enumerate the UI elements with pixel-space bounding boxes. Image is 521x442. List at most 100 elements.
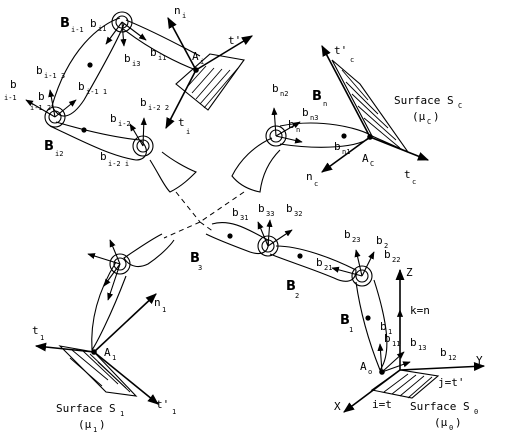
- label-n-i: n: [174, 4, 181, 17]
- dashed-line-lower-left: [163, 221, 201, 239]
- label-surface-0: Surface S: [410, 400, 470, 413]
- arrow-bottom-left-4: [107, 263, 121, 301]
- label-b-n-sub: n: [296, 126, 300, 134]
- joint-2-inner: [355, 269, 369, 283]
- label-i-eq-t: i=t: [372, 398, 392, 411]
- label-b-32-sub: 32: [294, 210, 302, 218]
- label-b-ii1-sub: i1: [158, 54, 166, 62]
- label-b-n-body: B: [312, 89, 322, 104]
- top-left-body-chain: [25, 11, 253, 193]
- arrow-bottom-left-3: [103, 263, 121, 287]
- label-b-n2: b: [272, 82, 279, 95]
- arrow-b-n2: [271, 107, 278, 137]
- label-b-1-body: B: [340, 313, 350, 328]
- label-j-eq-t-prime: j=t': [438, 376, 465, 389]
- dashed-line-lower-right: [199, 221, 215, 233]
- label-mu-0-close: ): [455, 416, 462, 429]
- arrow-b-12: [381, 361, 411, 373]
- mass-center-b-1: [365, 315, 371, 321]
- labels: B i-1 b i1 n i t' b i3 b i1 A i b i-1 3 …: [4, 4, 483, 434]
- label-t-i-sub: i: [186, 128, 190, 136]
- mass-center-b-3: [227, 233, 233, 239]
- label-b-i1: b: [90, 17, 97, 30]
- label-b-i-minus-1-sub: i-1: [71, 26, 84, 34]
- arrow-t-prime-1: [93, 351, 159, 405]
- top-right-body: [231, 45, 430, 193]
- label-b-i-minus-2-i-sub: i-2 i: [108, 160, 129, 168]
- label-b-i3: b: [124, 52, 131, 65]
- label-b-32: b: [286, 202, 293, 215]
- label-b-1-sub: 1: [388, 328, 392, 336]
- label-t-1-sub: 1: [40, 334, 44, 342]
- arrow-bottom-left-2: [109, 239, 121, 265]
- arrow-b-n3: [275, 121, 301, 137]
- joint-bottom-left-outer: [109, 253, 131, 275]
- label-b-13: b: [410, 336, 417, 349]
- label-b-12-sub: 12: [448, 354, 456, 362]
- label-mu-c-close: ): [433, 110, 440, 123]
- label-y: Y: [476, 354, 483, 367]
- label-x: X: [334, 400, 341, 413]
- mass-center-b-n: [341, 133, 347, 139]
- label-t-prime-top: t': [228, 34, 241, 47]
- label-b-i2: B: [44, 139, 54, 154]
- link-bottom-left-extension: [123, 233, 175, 268]
- arrow-b-i-minus-1-1: [54, 99, 77, 118]
- label-b-23: b: [344, 228, 351, 241]
- label-mu-0-sub: 0: [449, 424, 453, 432]
- arrow-b-2: [361, 251, 375, 277]
- label-t-prime-1: t': [156, 398, 169, 411]
- link-b-1: [355, 279, 388, 372]
- label-b-3-body-sub: 3: [198, 264, 202, 272]
- joint-bottom-left-inner: [113, 257, 127, 271]
- label-a-1-sub: 1: [112, 354, 116, 362]
- mass-center-b-2: [297, 253, 303, 259]
- arrow-b-n1: [275, 135, 303, 144]
- label-b-i-minus-2-2-sub: i-2 2: [148, 104, 169, 112]
- link-b-i-lower-edge: [121, 27, 197, 71]
- label-mu-c: (μ: [412, 110, 426, 123]
- label-b-1-body-sub: 1: [349, 326, 353, 334]
- label-a-i-sub: i: [200, 58, 204, 66]
- surface-1-hatching: [69, 349, 131, 393]
- label-t-i: t: [178, 116, 185, 129]
- arrow-bottom-left-1: [87, 253, 121, 265]
- label-b-n2-sub: n2: [280, 90, 288, 98]
- surface-c-hatching: [341, 69, 401, 149]
- label-b-12: b: [440, 346, 447, 359]
- arrow-b-23: [354, 249, 363, 277]
- label-a-c-sub: C: [370, 160, 374, 168]
- arrow-b-i1-right: [121, 21, 147, 41]
- label-b-n3: b: [302, 106, 309, 119]
- label-b-31-sub: 31: [240, 214, 248, 222]
- label-b-n: b: [288, 118, 295, 131]
- arrow-b-32: [267, 229, 293, 247]
- label-mu-0: (μ: [434, 416, 448, 429]
- joint-n-outer: [265, 125, 287, 147]
- bottom-right-chain: [205, 219, 486, 413]
- arrow-t-1: [34, 342, 95, 353]
- label-mu-c-sub: C: [427, 118, 431, 126]
- label-b-23-sub: 23: [352, 236, 360, 244]
- label-n-1: n: [154, 296, 161, 309]
- arrow-b-33: [266, 219, 273, 247]
- label-a-i: A: [192, 50, 199, 63]
- label-t-c: t: [404, 168, 411, 181]
- joint-3-outer: [257, 235, 279, 257]
- label-mu-1-close: ): [99, 418, 106, 431]
- label-b-22-sub: 22: [392, 256, 400, 264]
- arrow-n-1: [93, 293, 157, 353]
- surface-i-hatching: [187, 65, 239, 109]
- label-b-i-minus-1-2-sub: i-1 2: [30, 104, 51, 112]
- label-n-c: n: [306, 170, 313, 183]
- label-b-i-minus-2-i: b: [100, 150, 107, 163]
- label-t-prime-c: t': [334, 44, 347, 57]
- joint-2-outer: [351, 265, 373, 287]
- arrow-b-i1: [105, 21, 123, 45]
- mass-center-b-i-minus-1: [87, 62, 93, 68]
- label-b-21: b: [316, 256, 323, 269]
- link-b-2: [269, 245, 357, 282]
- label-b-i-minus-1-2: b: [38, 90, 45, 103]
- label-b-n-body-sub: n: [323, 100, 327, 108]
- label-mu-1-sub: 1: [93, 426, 97, 434]
